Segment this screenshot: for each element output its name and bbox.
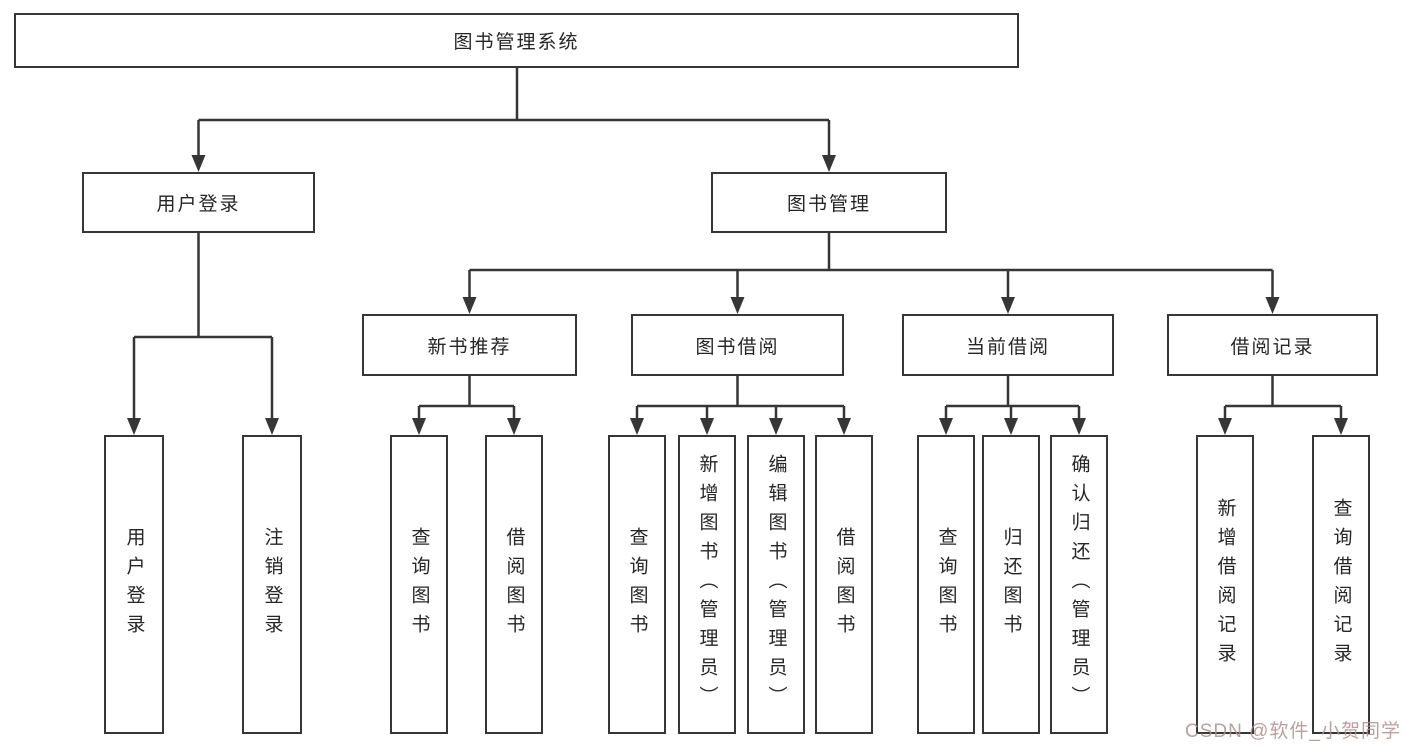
leaf-edit-books-admin: 编辑图书（管理员） xyxy=(747,435,805,734)
connector-root-to-level2 xyxy=(197,68,831,158)
leaf-label: 查询图书 xyxy=(408,526,430,643)
leaf-label: 查询图书 xyxy=(935,526,957,643)
leaf-borrow-books-recommend: 借阅图书 xyxy=(485,435,543,734)
leaf-label: 借阅图书 xyxy=(503,526,525,643)
leaf-label: 用户登录 xyxy=(123,526,145,643)
connector-bookborrow-to-leaves xyxy=(635,376,846,421)
leaf-return-books: 归还图书 xyxy=(982,435,1040,734)
leaf-label: 查询借阅记录 xyxy=(1330,497,1352,672)
leaf-add-books-admin: 新增图书（管理员） xyxy=(678,435,736,734)
leaf-logout: 注销登录 xyxy=(242,435,302,734)
node-new-book-recommend: 新书推荐 xyxy=(362,314,577,376)
node-book-borrow: 图书借阅 xyxy=(631,314,844,376)
arrowheads xyxy=(127,155,1348,435)
leaf-query-books-recommend: 查询图书 xyxy=(390,435,448,734)
leaf-query-books-borrow: 查询图书 xyxy=(608,435,666,734)
connector-newbook-to-leaves xyxy=(417,376,516,421)
node-current-borrow: 当前借阅 xyxy=(902,314,1114,376)
leaf-label: 确认归还（管理员） xyxy=(1068,454,1090,715)
leaf-borrow-books: 借阅图书 xyxy=(815,435,873,734)
leaf-label: 新增借阅记录 xyxy=(1214,497,1236,672)
leaf-add-borrow-record: 新增借阅记录 xyxy=(1196,435,1254,734)
node-borrow-records: 借阅记录 xyxy=(1167,314,1378,376)
leaf-label: 查询图书 xyxy=(626,526,648,643)
leaf-label: 借阅图书 xyxy=(833,526,855,643)
leaf-label: 新增图书（管理员） xyxy=(696,454,718,715)
leaf-user-login: 用户登录 xyxy=(104,435,164,734)
connector-records-to-leaves xyxy=(1223,376,1343,421)
leaf-query-borrow-record: 查询借阅记录 xyxy=(1312,435,1370,734)
leaf-confirm-return-admin: 确认归还（管理员） xyxy=(1050,435,1108,734)
node-user-login: 用户登录 xyxy=(82,172,315,233)
node-library-management-system: 图书管理系统 xyxy=(14,13,1019,68)
csdn-watermark: CSDN @软件_小贺同学 xyxy=(1185,721,1401,742)
leaf-label: 编辑图书（管理员） xyxy=(765,454,787,715)
leaf-label: 归还图书 xyxy=(1000,526,1022,643)
connector-bookmgmt-to-level3 xyxy=(468,232,1274,300)
leaf-query-books-current: 查询图书 xyxy=(917,435,975,734)
connector-currentborrow-to-leaves xyxy=(944,376,1081,421)
leaf-label: 注销登录 xyxy=(261,526,283,643)
connector-login-to-leaves xyxy=(132,232,274,421)
node-book-management: 图书管理 xyxy=(711,172,947,233)
